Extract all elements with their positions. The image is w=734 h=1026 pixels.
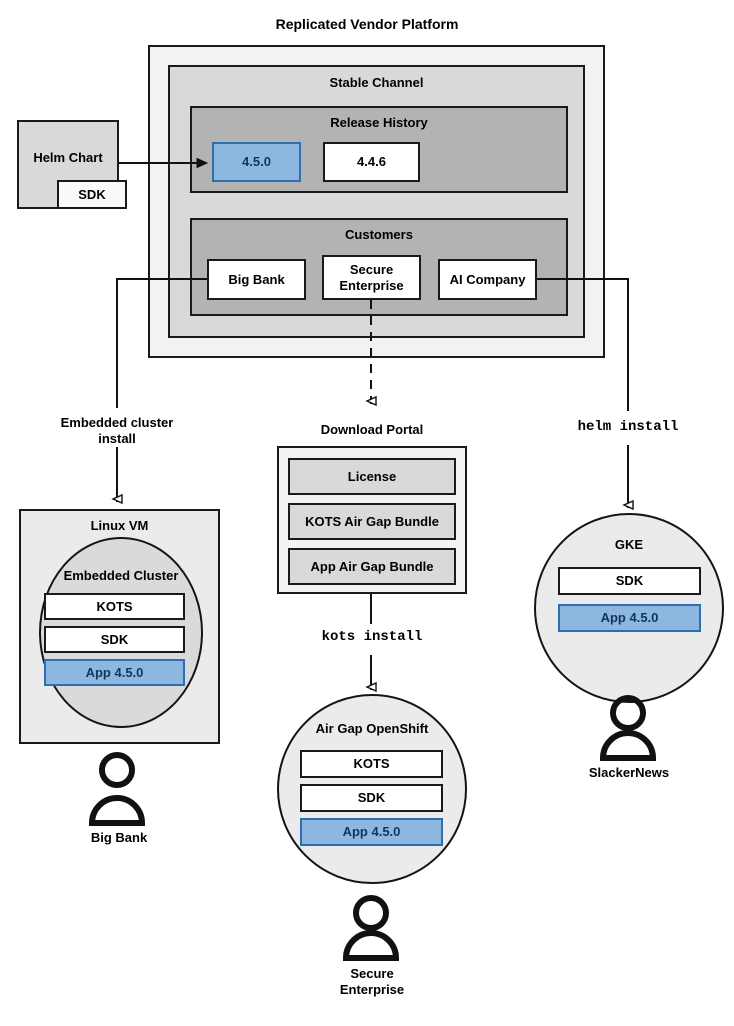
release-box-4-4-6[interactable]: 4.4.6: [323, 142, 420, 182]
target-linux-vm-title: Linux VM: [90, 518, 149, 533]
actor-label-slackernews: SlackerNews: [588, 765, 670, 780]
release-box-4-5-0[interactable]: 4.5.0: [212, 142, 301, 182]
edge-label-kots-install: kots install: [321, 629, 423, 645]
helm-chart-sdk-box[interactable]: SDK: [57, 180, 127, 209]
openshift-component-sdk[interactable]: SDK: [300, 784, 443, 812]
edge-label-embedded-cluster-install: Embedded cluster install: [60, 415, 174, 447]
linux-vm-component-app[interactable]: App 4.5.0: [44, 659, 185, 686]
linux-vm-component-sdk[interactable]: SDK: [44, 626, 185, 653]
person-icon-secure-enterprise: [342, 895, 400, 961]
helm-chart-label: Helm Chart: [33, 150, 103, 165]
linux-vm-component-kots[interactable]: KOTS: [44, 593, 185, 620]
customer-ai-company[interactable]: AI Company: [438, 259, 537, 300]
edge-label-helm-install: helm install: [577, 419, 679, 435]
target-air-gap-openshift-title: Air Gap OpenShift: [315, 721, 429, 736]
openshift-component-kots[interactable]: KOTS: [300, 750, 443, 778]
download-portal-artifact-app-air-gap-bundle[interactable]: App Air Gap Bundle: [288, 548, 456, 585]
person-icon-slackernews: [599, 695, 657, 761]
download-portal-artifact-license[interactable]: License: [288, 458, 456, 495]
edge-label-download-portal: Download Portal: [320, 422, 424, 437]
target-gke-title: GKE: [614, 537, 644, 552]
actor-label-secure-enterprise: Secure Enterprise: [339, 966, 405, 998]
page-title: Replicated Vendor Platform: [275, 16, 459, 32]
gke-component-app[interactable]: App 4.5.0: [558, 604, 701, 632]
openshift-component-app[interactable]: App 4.5.0: [300, 818, 443, 846]
stable-channel-title: Stable Channel: [329, 75, 424, 90]
customer-big-bank[interactable]: Big Bank: [207, 259, 306, 300]
embedded-cluster-title: Embedded Cluster: [63, 568, 179, 583]
customer-secure-enterprise[interactable]: Secure Enterprise: [322, 255, 421, 300]
customers-title: Customers: [345, 227, 413, 242]
actor-label-big-bank: Big Bank: [90, 830, 148, 845]
download-portal-artifact-kots-air-gap-bundle[interactable]: KOTS Air Gap Bundle: [288, 503, 456, 540]
release-history-title: Release History: [330, 115, 428, 130]
gke-component-sdk[interactable]: SDK: [558, 567, 701, 595]
person-icon-big-bank: [88, 752, 146, 826]
